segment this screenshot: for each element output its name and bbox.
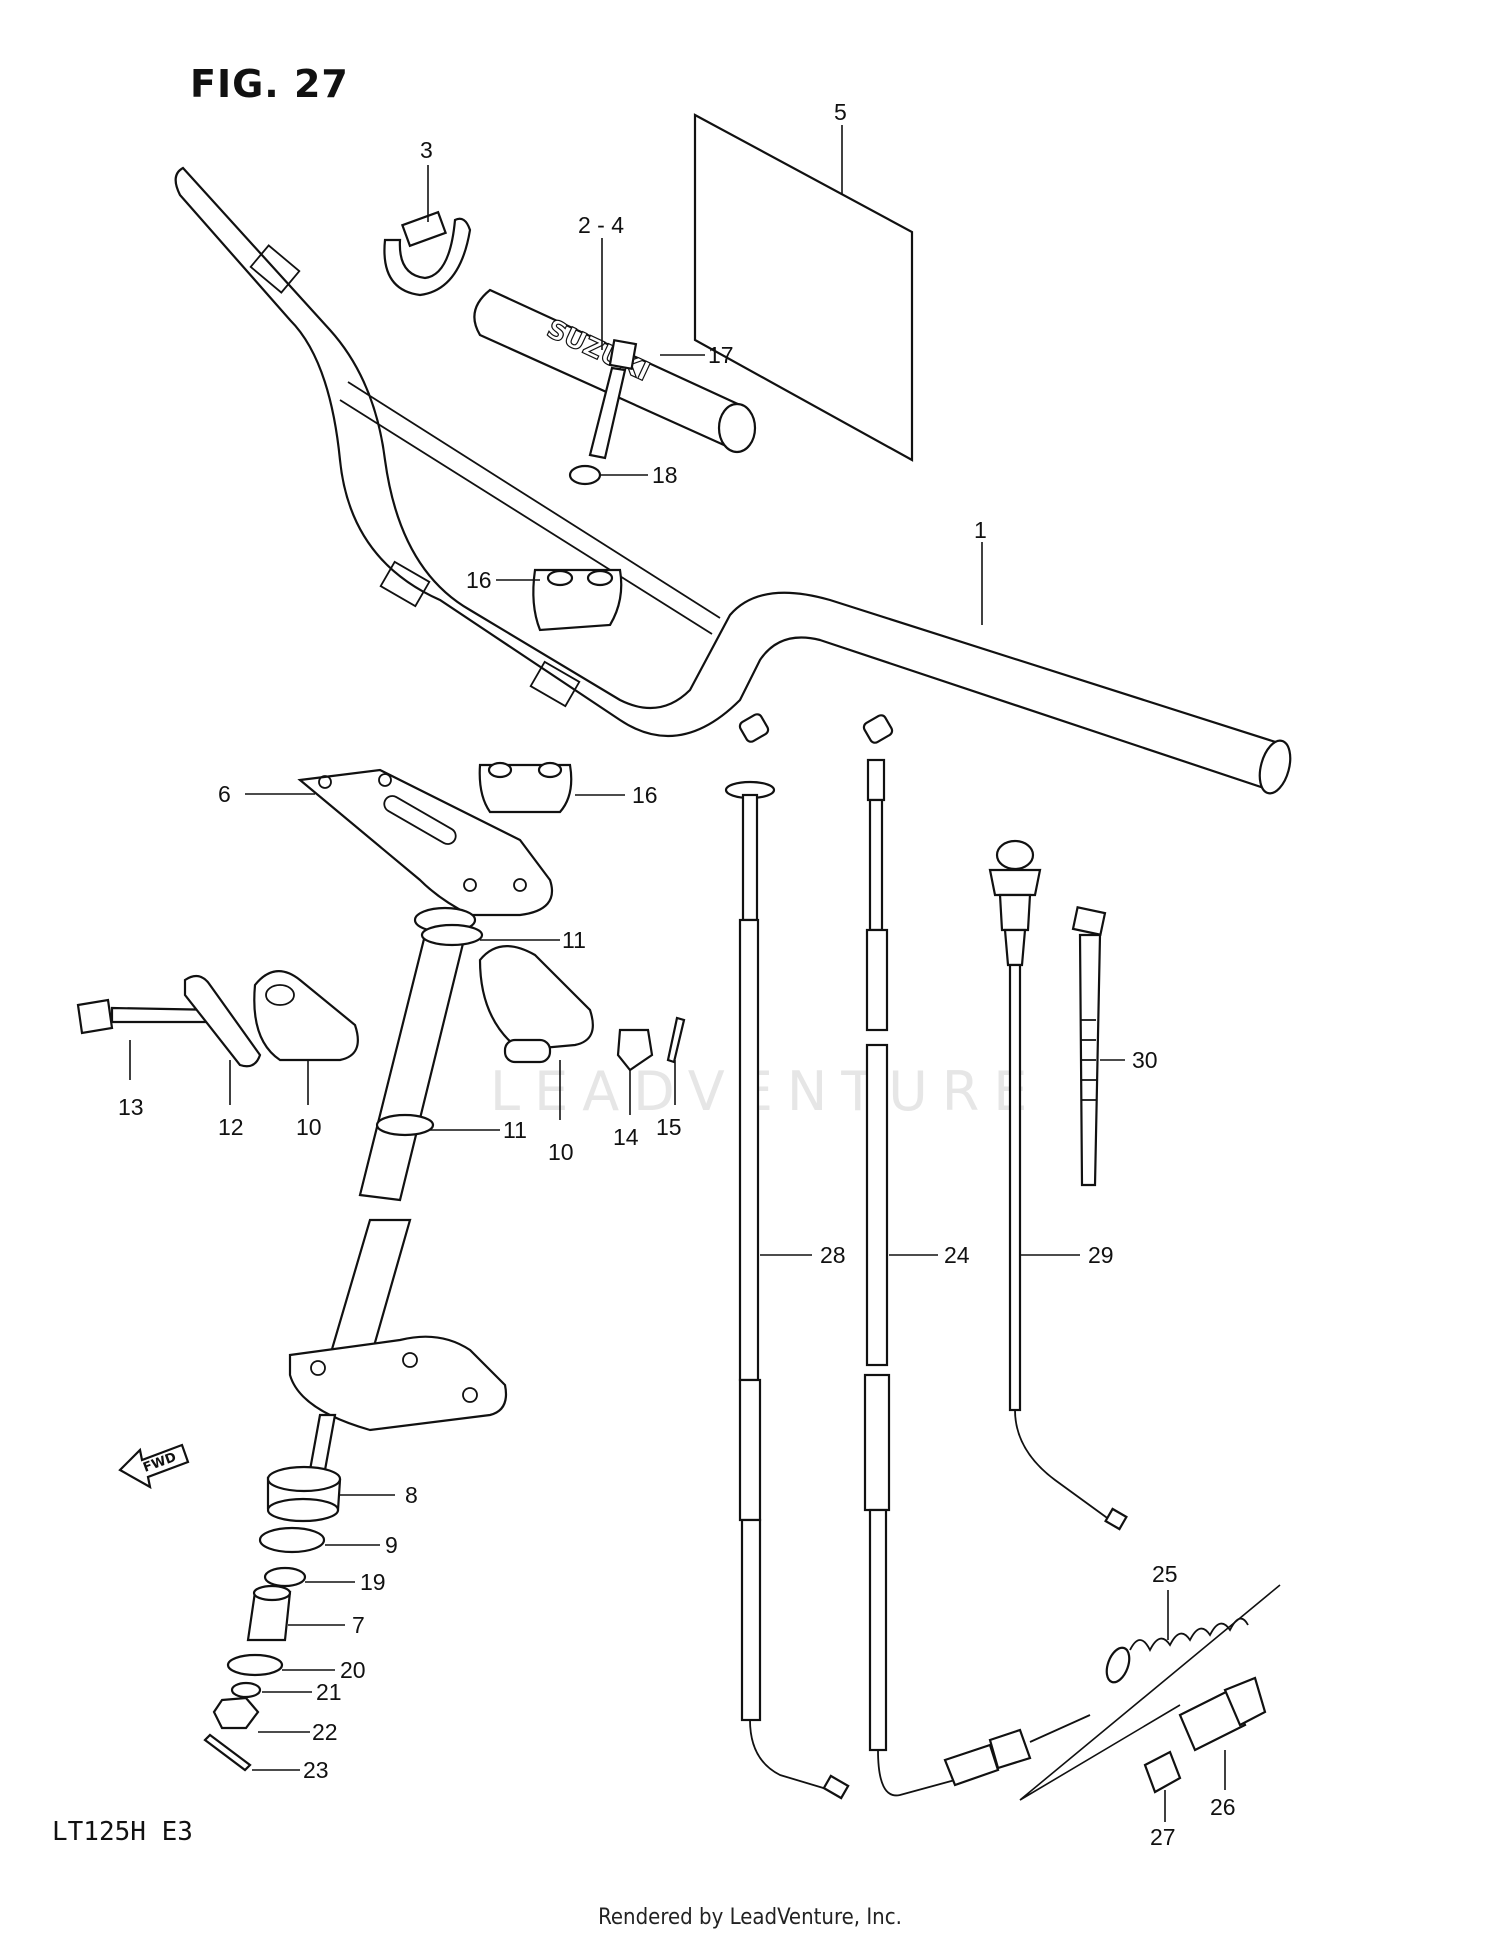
callout-1: 1 (974, 517, 987, 543)
model-code: LT125H E3 (52, 1817, 193, 1847)
bearing (266, 1465, 342, 1523)
callout-14: 14 (613, 1124, 639, 1150)
washer (568, 464, 602, 486)
lower-holder (478, 761, 573, 814)
assembly-bracket (1019, 1584, 1281, 1801)
holder-bolt (588, 338, 638, 460)
nut-14 (616, 1028, 654, 1072)
figure-title: FIG. 27 (190, 62, 349, 106)
holder-bolt-13 (76, 998, 222, 1035)
callout-labels: 1 2 - 4 3 5 6 7 8 9 10 10 11 11 12 13 14… (118, 99, 1236, 1850)
callout-6: 6 (218, 781, 231, 807)
callout-22: 22 (312, 1719, 338, 1745)
callout-17: 17 (708, 342, 734, 368)
spring (1105, 1617, 1249, 1684)
pin-15 (666, 1016, 686, 1064)
callout-29: 29 (1088, 1242, 1114, 1268)
holder-10-left (253, 970, 359, 1062)
decal-sheet (693, 113, 914, 462)
callout-25: 25 (1152, 1561, 1178, 1587)
upper-plate (297, 768, 553, 917)
callout-16-upper: 16 (466, 567, 492, 593)
callout-18: 18 (652, 462, 678, 488)
callout-23: 23 (303, 1757, 329, 1783)
o-ring-9 (258, 1526, 326, 1554)
washer-21 (230, 1681, 262, 1699)
cotter-pin (203, 1733, 252, 1772)
collar (246, 1584, 292, 1642)
callout-20: 20 (340, 1657, 366, 1683)
cable-24 (862, 714, 1091, 1797)
shaft-threaded-end (308, 1413, 337, 1472)
callout-11-upper: 11 (562, 927, 586, 953)
callout-3: 3 (420, 137, 433, 163)
leader-lines (129, 125, 1226, 1822)
callout-11-lower: 11 (503, 1117, 527, 1143)
callout-24: 24 (944, 1242, 970, 1268)
callout-19: 19 (360, 1569, 386, 1595)
tie-strap (1071, 906, 1107, 1187)
lower-plate (288, 1335, 508, 1432)
seal-19 (263, 1566, 307, 1588)
callout-15: 15 (656, 1114, 682, 1140)
callout-12: 12 (218, 1114, 244, 1140)
bushing-upper (420, 923, 484, 947)
footer-credit: Rendered by LeadVenture, Inc. (598, 1905, 902, 1930)
callout-26: 26 (1210, 1794, 1236, 1820)
clamp-band (383, 210, 472, 297)
callout-30: 30 (1132, 1047, 1158, 1073)
collar-27 (1143, 1750, 1182, 1794)
upper-holder (532, 568, 623, 632)
holder-10-right (478, 945, 594, 1064)
handlebar (174, 166, 1292, 795)
callout-21: 21 (316, 1679, 342, 1705)
forward-arrow: FWD (118, 1443, 190, 1490)
bushing-lower (375, 1113, 435, 1137)
callout-28: 28 (820, 1242, 846, 1268)
adjuster-bolt (1178, 1676, 1267, 1752)
plate-12 (183, 974, 262, 1068)
callout-2-4: 2 - 4 (578, 212, 624, 238)
nut (212, 1696, 260, 1730)
cable-29 (988, 839, 1128, 1531)
steering-shaft (318, 906, 477, 1397)
callout-8: 8 (405, 1482, 418, 1508)
callout-10-right: 10 (548, 1139, 574, 1165)
callout-10-left: 10 (296, 1114, 322, 1140)
callout-5: 5 (834, 99, 847, 125)
cable-28 (724, 713, 850, 1800)
callout-13: 13 (118, 1094, 144, 1120)
washer-20 (226, 1653, 284, 1677)
callout-7: 7 (352, 1612, 365, 1638)
callout-9: 9 (385, 1532, 398, 1558)
callout-27: 27 (1150, 1824, 1176, 1850)
callout-16-lower: 16 (632, 782, 658, 808)
